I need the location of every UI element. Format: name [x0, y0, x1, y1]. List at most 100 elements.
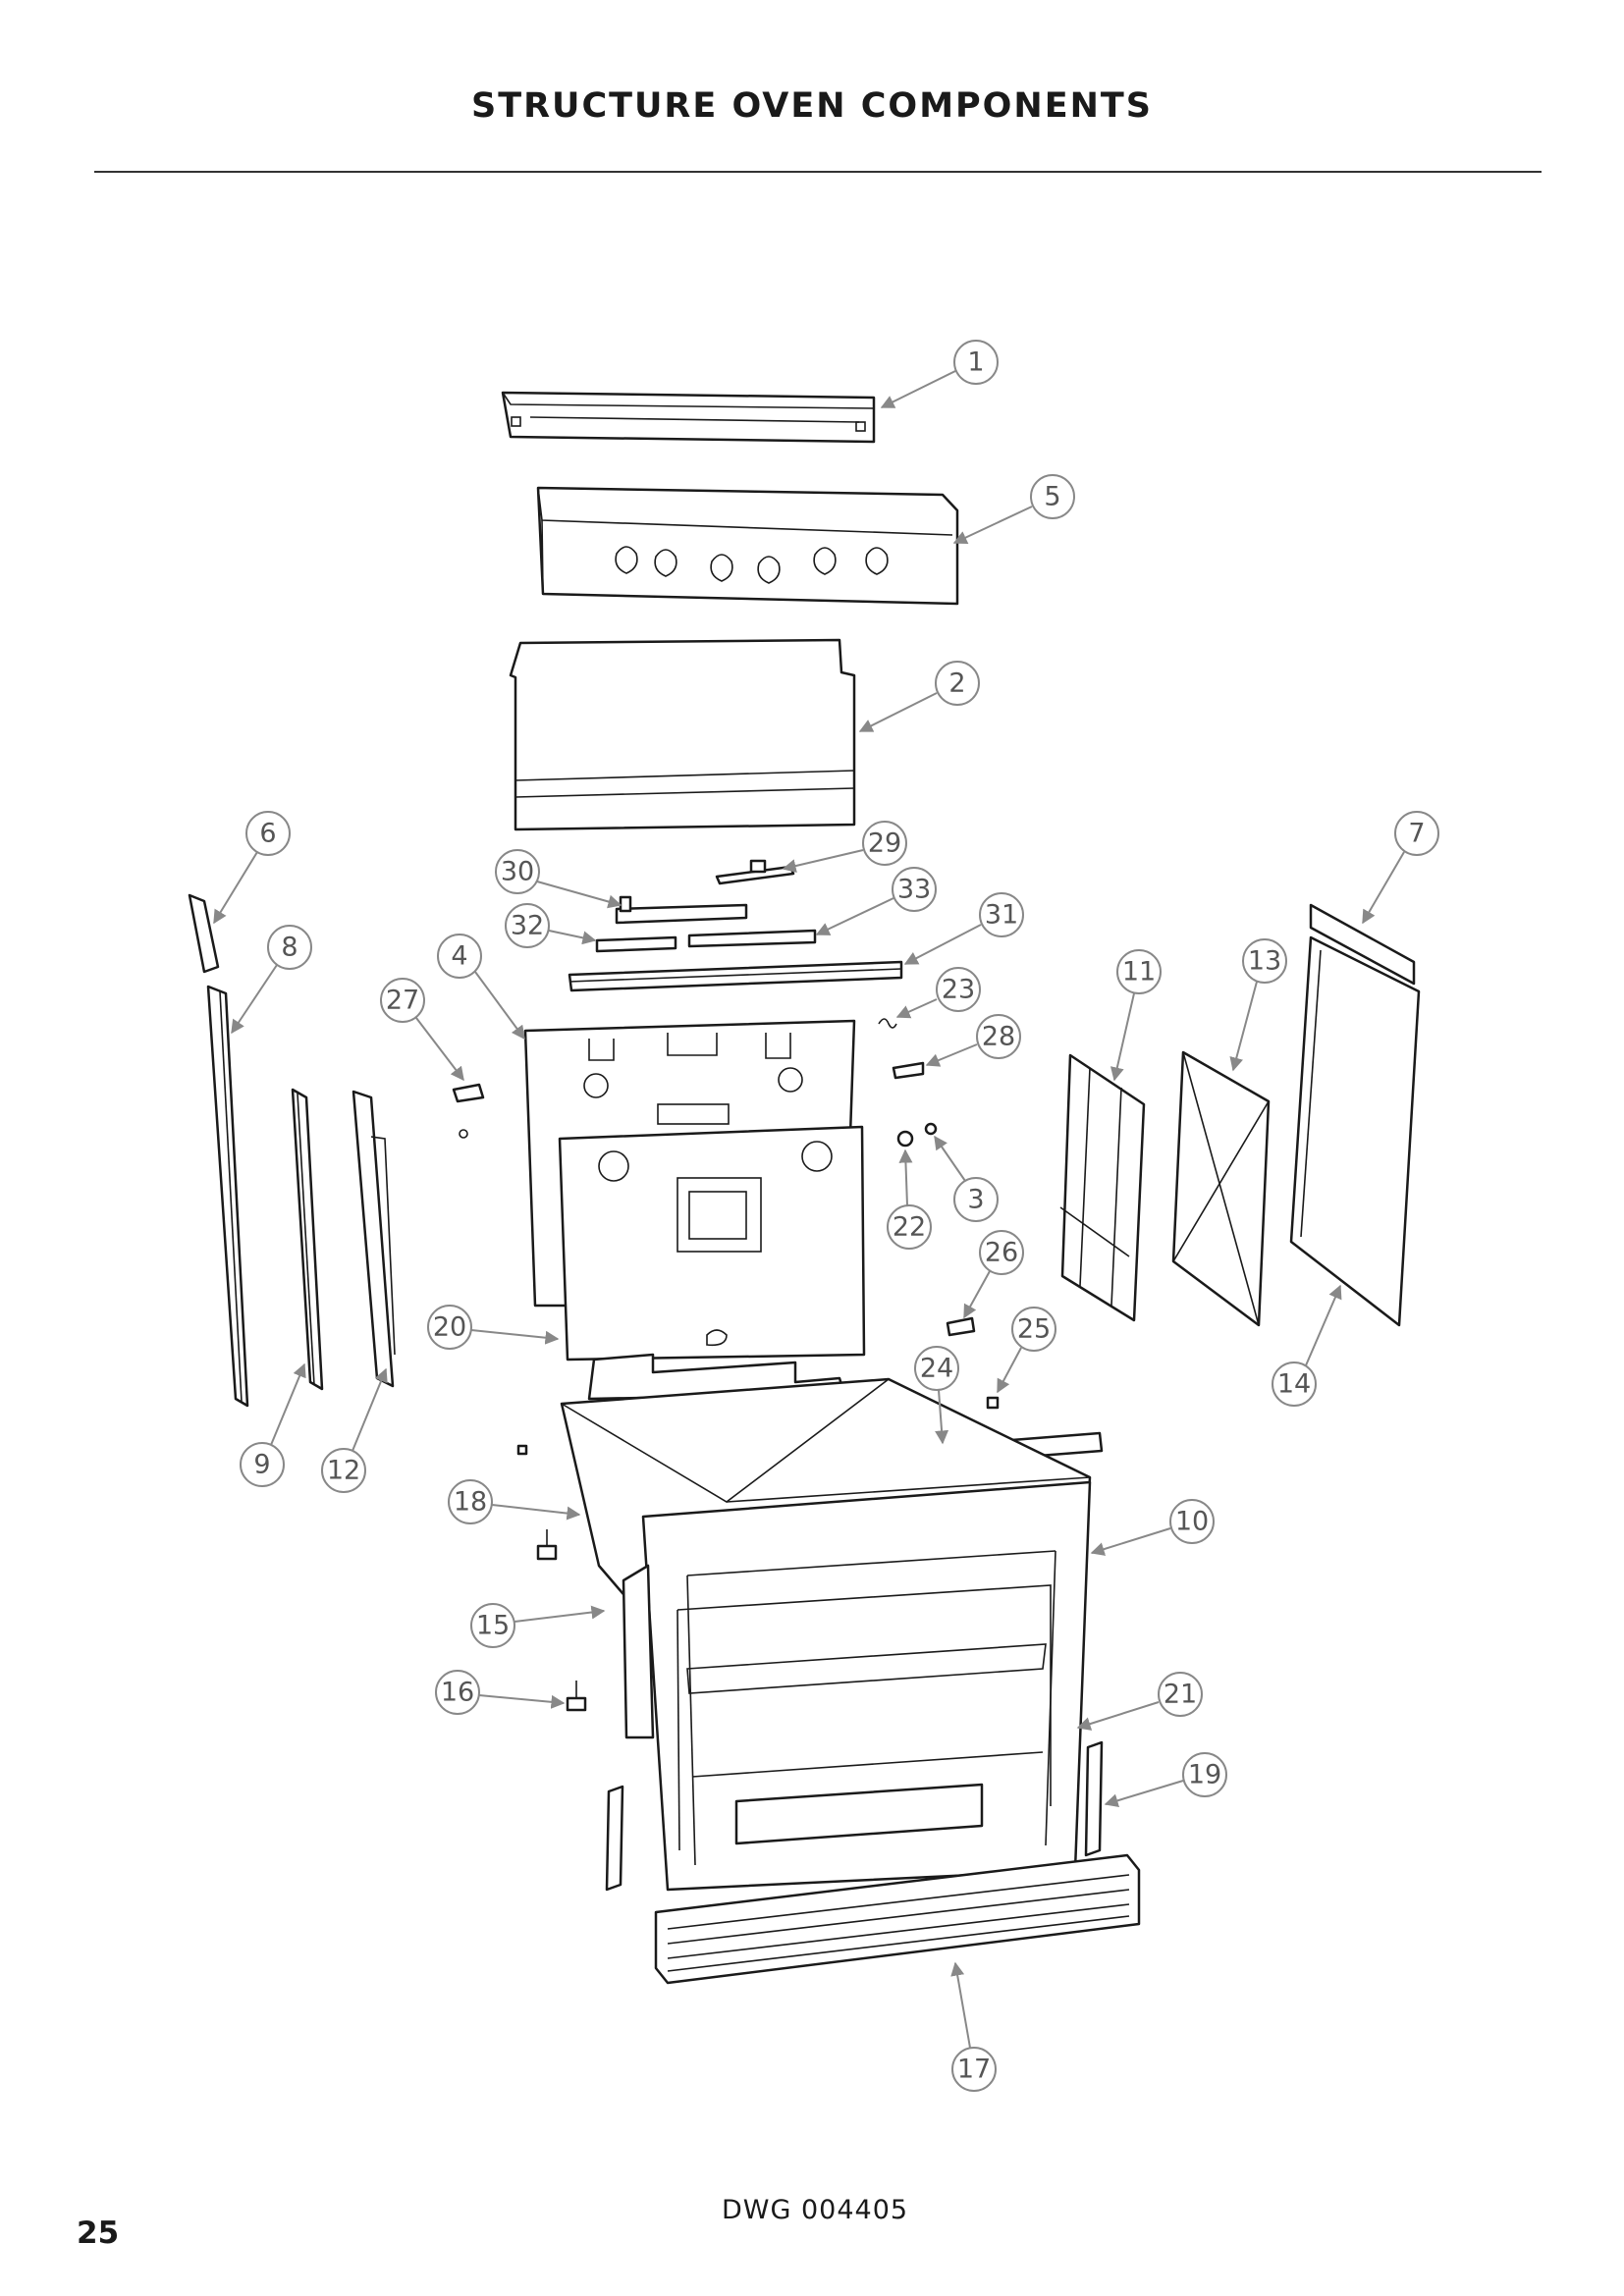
part-30-rail [615, 895, 748, 925]
callout-19: 19 [1104, 1752, 1227, 1808]
callout-13: 13 [1229, 938, 1287, 1072]
svg-text:7: 7 [1408, 819, 1425, 849]
svg-text:19: 19 [1188, 1760, 1221, 1790]
part-25-spacer [986, 1396, 1000, 1410]
svg-text:14: 14 [1277, 1369, 1311, 1400]
svg-text:28: 28 [982, 1022, 1015, 1052]
callout-2: 2 [858, 661, 980, 732]
svg-text:27: 27 [386, 986, 419, 1016]
part-28-bracket [892, 1061, 925, 1080]
callout-6: 6 [213, 811, 291, 925]
svg-text:26: 26 [985, 1238, 1018, 1268]
part-17-kick-panel [654, 1853, 1141, 1985]
svg-text:9: 9 [253, 1450, 270, 1480]
part-22-grommet [896, 1130, 914, 1148]
callout-16: 16 [435, 1670, 566, 1715]
part-7-right-top-trim [1309, 903, 1416, 986]
svg-text:5: 5 [1044, 482, 1060, 512]
svg-text:25: 25 [1017, 1314, 1051, 1345]
part-31-long-rail [568, 960, 903, 992]
page-number: 25 [77, 2216, 120, 2251]
callout-7: 7 [1362, 811, 1439, 925]
part-16-foot [566, 1681, 587, 1712]
callout-25: 25 [997, 1307, 1056, 1394]
svg-text:21: 21 [1164, 1680, 1197, 1710]
svg-text:20: 20 [433, 1312, 466, 1343]
callout-27: 27 [380, 978, 464, 1082]
part-27-bracket [452, 1083, 485, 1139]
callout-24: 24 [914, 1346, 959, 1445]
svg-text:2: 2 [948, 668, 965, 699]
part-16-foot-rear [516, 1444, 558, 1561]
callout-26: 26 [963, 1230, 1024, 1319]
drawing-number: DWG 004405 [722, 2195, 909, 2225]
callout-3: 3 [934, 1135, 999, 1222]
callout-10: 10 [1090, 1499, 1215, 1556]
callout-12: 12 [321, 1367, 388, 1493]
page-title: STRUCTURE OVEN COMPONENTS [470, 86, 1153, 126]
svg-text:1: 1 [967, 347, 984, 378]
part-5-control-panel [536, 486, 959, 606]
callout-1: 1 [880, 340, 999, 408]
part-8-left-side-panel [206, 985, 249, 1408]
svg-text:30: 30 [501, 857, 534, 887]
part-33-rail [687, 929, 817, 948]
svg-text:29: 29 [868, 828, 901, 859]
callout-5: 5 [952, 474, 1075, 544]
svg-text:33: 33 [897, 875, 931, 905]
callout-30: 30 [495, 849, 623, 909]
callout-32: 32 [505, 903, 597, 948]
callout-33: 33 [815, 867, 937, 935]
part-12-left-inner-panel [352, 1090, 396, 1388]
callout-8: 8 [231, 925, 312, 1035]
part-9-side-insulation [291, 1088, 324, 1391]
callout-20: 20 [427, 1305, 560, 1350]
part-13-glass-panel [1171, 1050, 1271, 1327]
part-23-clip [878, 1018, 897, 1029]
part-11-rack-support [1059, 1053, 1146, 1322]
svg-text:22: 22 [893, 1212, 926, 1243]
part-19-door-hinge-left [605, 1785, 624, 1892]
callout-18: 18 [448, 1479, 581, 1524]
part-21-burner-tube [677, 1584, 1052, 1851]
callout-15: 15 [470, 1603, 606, 1648]
svg-text:10: 10 [1175, 1507, 1209, 1537]
svg-text:15: 15 [476, 1611, 510, 1641]
callout-14: 14 [1272, 1284, 1342, 1407]
part-3-fastener [924, 1122, 938, 1136]
svg-text:6: 6 [259, 819, 276, 849]
part-6-left-top-trim [188, 893, 220, 974]
callout-11: 11 [1110, 949, 1162, 1082]
svg-text:12: 12 [327, 1456, 360, 1486]
svg-text:24: 24 [920, 1354, 953, 1384]
svg-text:31: 31 [985, 900, 1018, 931]
svg-text:17: 17 [957, 2055, 991, 2085]
callout-22: 22 [887, 1148, 932, 1250]
part-20-inner-back-panel [558, 1125, 866, 1401]
svg-text:4: 4 [451, 941, 467, 972]
callout-31: 31 [903, 892, 1024, 965]
part-10-front-frame [641, 1480, 1092, 1892]
svg-text:32: 32 [511, 911, 544, 941]
part-14-right-side-panel [1289, 935, 1421, 1327]
svg-text:23: 23 [942, 975, 975, 1005]
part-15-support-bracket [622, 1564, 655, 1739]
part-26-bracket [946, 1316, 976, 1337]
title-divider [94, 171, 1542, 173]
part-19-door-hinge [1084, 1740, 1104, 1857]
part-29-bracket [715, 859, 795, 885]
part-1-top-trim [501, 391, 876, 444]
callout-23: 23 [895, 967, 981, 1019]
callout-21: 21 [1076, 1672, 1203, 1731]
callout-4: 4 [437, 934, 525, 1041]
callout-28: 28 [925, 1014, 1021, 1067]
part-2-back-panel [509, 638, 856, 831]
svg-text:3: 3 [967, 1185, 984, 1215]
callout-17: 17 [950, 1961, 997, 2092]
svg-text:16: 16 [441, 1678, 474, 1708]
callout-9: 9 [240, 1362, 306, 1487]
part-32-rail [595, 935, 677, 953]
callout-29: 29 [782, 821, 907, 873]
svg-text:18: 18 [454, 1487, 487, 1518]
